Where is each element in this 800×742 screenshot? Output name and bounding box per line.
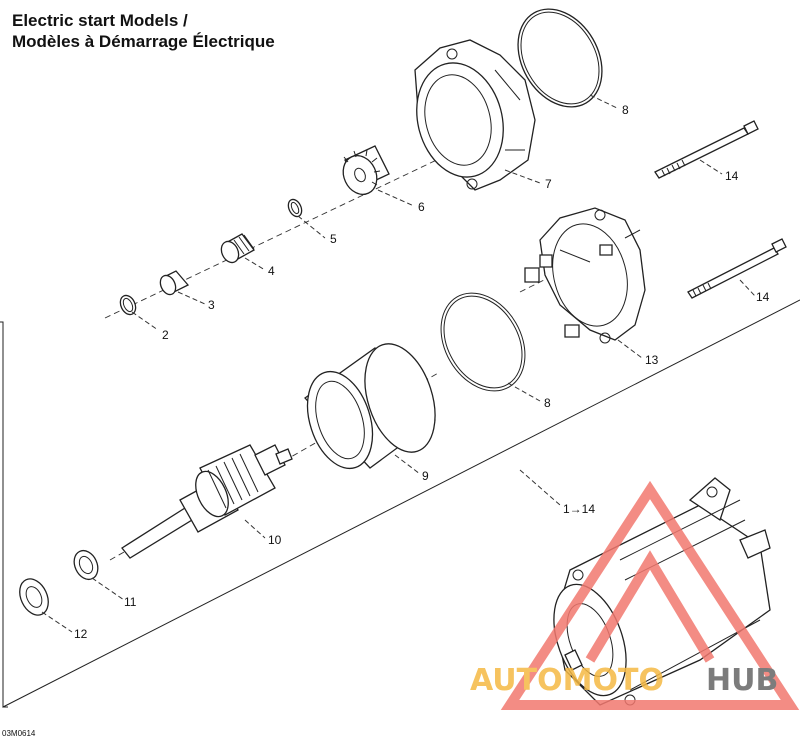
callout-8-upper: 8 (622, 103, 629, 117)
watermark-m-shape (585, 550, 715, 663)
part-snap-ring (287, 198, 303, 218)
callout-6: 6 (418, 200, 425, 214)
callout-9: 9 (422, 469, 429, 483)
title-line-english: Electric start Models / (12, 11, 188, 30)
part-drive-housing (414, 39, 536, 191)
part-sleeve (159, 270, 190, 296)
title-line-french: Modèles à Démarrage Électrique (12, 32, 275, 51)
callout-3: 3 (208, 298, 215, 312)
part-pinion-gear (342, 145, 390, 195)
leader-lines (41, 94, 756, 633)
callout-11: 11 (124, 595, 137, 609)
callout-12: 12 (74, 627, 88, 641)
part-spring (220, 233, 255, 264)
callout-7: 7 (545, 177, 552, 191)
part-lock-washer (73, 549, 99, 581)
part-circlip (119, 294, 137, 316)
watermark-text-primary: AUTOMOTO (470, 663, 664, 698)
part-end-cap-brush-holder (524, 207, 646, 344)
callout-14-upper: 14 (725, 169, 739, 183)
part-armature (121, 444, 293, 559)
callout-5: 5 (330, 232, 337, 246)
figure-code: 03M0614 (2, 729, 36, 738)
watermark-triangle (500, 480, 800, 710)
callout-8-lower: 8 (544, 396, 551, 410)
part-flat-washer (19, 578, 49, 616)
part-yoke-housing (304, 343, 436, 470)
part-through-bolt-upper (654, 120, 759, 179)
part-through-bolt-lower (687, 238, 787, 299)
part-o-ring-lower (440, 292, 526, 392)
callout-2: 2 (162, 328, 169, 342)
assembly-frame (0, 299, 800, 708)
callout-4: 4 (268, 264, 275, 278)
watermark-logo: AUTOMOTO HUB (470, 480, 800, 710)
callout-numbers: 2 3 4 5 6 7 8 8 9 10 11 12 13 14 14 1→14 (74, 103, 770, 641)
callout-13: 13 (645, 353, 659, 367)
callout-assembly: 1→14 (563, 502, 595, 516)
watermark-text-secondary: HUB (706, 663, 778, 698)
center-axis (104, 155, 581, 561)
part-o-ring-upper (517, 8, 603, 108)
callout-14-lower: 14 (756, 290, 770, 304)
diagram-title: Electric start Models / Modèles à Démarr… (12, 10, 275, 52)
callout-10: 10 (268, 533, 282, 547)
